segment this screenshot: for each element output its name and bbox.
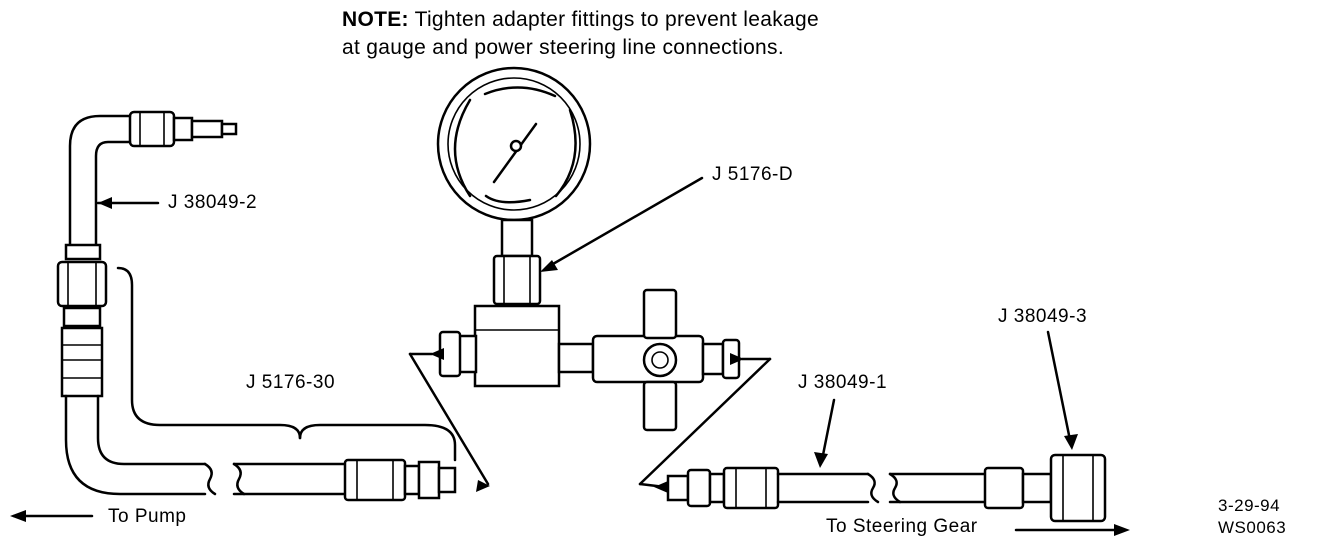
label-to-pump: To Pump (108, 506, 187, 527)
note-prefix: NOTE: (342, 8, 409, 31)
label-to-steering-gear: To Steering Gear (826, 516, 978, 537)
label-j5176-d: J 5176-D (712, 164, 794, 185)
label-j38049-2: J 38049-2 (168, 192, 258, 213)
note-line-1: NOTE: Tighten adapter fittings to preven… (342, 6, 819, 34)
label-j38049-3: J 38049-3 (998, 306, 1088, 327)
label-j38049-1: J 38049-1 (798, 372, 888, 393)
gauge-assembly (408, 66, 772, 493)
steering-gear-hose (666, 330, 1130, 536)
label-j5176-30: J 5176-30 (246, 372, 336, 393)
note-line-1-text: Tighten adapter fittings to prevent leak… (414, 8, 819, 31)
label-code: WS0063 (1218, 518, 1287, 537)
note-line-2: at gauge and power steering line connect… (342, 36, 784, 59)
label-date: 3-29-94 (1218, 496, 1281, 515)
pump-hose-assembly (10, 110, 457, 522)
note-text: NOTE: Tighten adapter fittings to preven… (342, 6, 819, 62)
